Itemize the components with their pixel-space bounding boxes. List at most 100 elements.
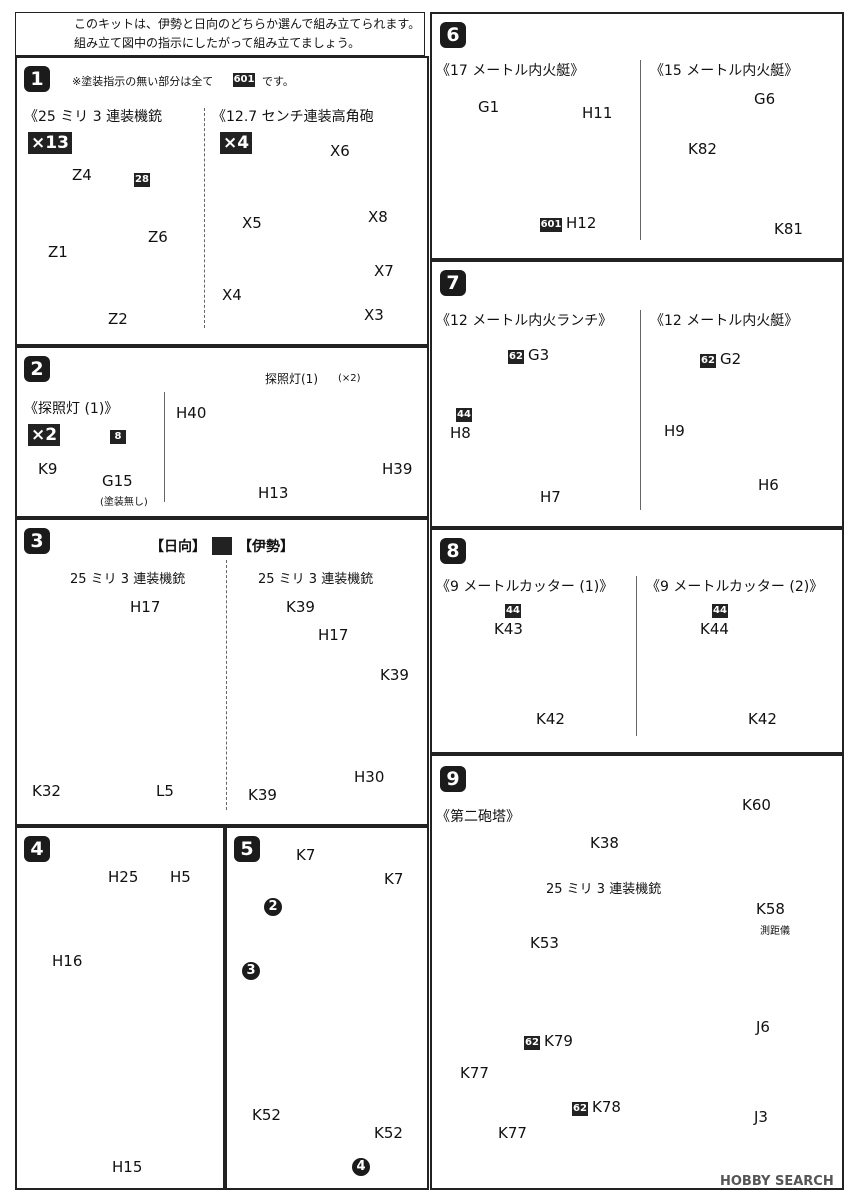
part-label: K7 — [384, 870, 404, 888]
step-6-number: 6 — [440, 22, 466, 48]
step-3-number: 3 — [24, 528, 50, 554]
part-note: (塗装無し) — [100, 497, 148, 508]
part-label: K43 — [494, 620, 523, 638]
step-1-left-title: 《25 ミリ 3 連装機銃 — [24, 109, 163, 125]
step-2-left-title: 《探照灯 (1)》 — [24, 401, 119, 417]
step-8-right-title: 《9 メートルカッター (2)》 — [646, 579, 824, 595]
part-label: Z2 — [108, 310, 128, 328]
part-label: Z4 — [72, 166, 92, 184]
part-label: K52 — [374, 1124, 403, 1142]
step-1-note: ※塗装指示の無い部分は全て — [72, 75, 214, 88]
part-label: Z1 — [48, 243, 68, 261]
part-label: K77 — [460, 1064, 489, 1082]
step-1-right-mult: ×4 — [220, 132, 253, 154]
step-9-panel — [430, 754, 844, 1190]
part-label: G15 — [102, 472, 133, 490]
part-label: H17 — [130, 598, 161, 616]
part-label: H5 — [170, 868, 191, 886]
part-label: X7 — [374, 262, 394, 280]
step-8-panel — [430, 528, 844, 754]
step-9-title: 《第二砲塔》 — [436, 809, 520, 825]
step-4-number: 4 — [24, 836, 50, 862]
part-label: H7 — [540, 488, 561, 506]
part-label: H13 — [258, 484, 289, 502]
swap-icon-box — [212, 537, 232, 555]
paint-code: 62 — [508, 350, 524, 364]
part-label: H9 — [664, 422, 685, 440]
part-label: K78 — [592, 1098, 621, 1116]
step-9-caption: 25 ミリ 3 連装機銃 — [546, 882, 662, 897]
part-label: X6 — [330, 142, 350, 160]
step-5-panel — [225, 826, 429, 1190]
step-3-panel — [15, 518, 429, 826]
part-note: 測距儀 — [760, 926, 790, 937]
part-label: H40 — [176, 404, 207, 422]
part-label: K39 — [286, 598, 315, 616]
part-label: K60 — [742, 796, 771, 814]
step-8-divider — [636, 576, 637, 736]
paint-code: 44 — [505, 604, 521, 618]
paint-code: 62 — [572, 1102, 588, 1116]
step-1-divider — [204, 108, 205, 328]
step-2-panel — [15, 346, 429, 518]
part-label: G3 — [528, 346, 550, 364]
part-label: K42 — [536, 710, 565, 728]
step-2-right-caption-count: (×2) — [338, 373, 361, 384]
part-label: J6 — [756, 1018, 770, 1036]
paint-code: 62 — [700, 354, 716, 368]
step-3-hyuga-title: 【日向】 — [150, 539, 206, 555]
part-label: H12 — [566, 214, 597, 232]
step-2-right-caption: 探照灯(1) — [265, 372, 318, 386]
part-label: K58 — [756, 900, 785, 918]
step-4-panel — [15, 826, 225, 1190]
step-7-right-title: 《12 メートル内火艇》 — [650, 313, 799, 329]
part-label: K38 — [590, 834, 619, 852]
step-1-number: 1 — [24, 66, 50, 92]
part-label: H25 — [108, 868, 139, 886]
part-label: H15 — [112, 1158, 143, 1176]
header-line-1: このキットは、伊勢と日向のどちらか選んで組み立てられます。 — [74, 17, 421, 31]
part-label: H39 — [382, 460, 413, 478]
part-label: K42 — [748, 710, 777, 728]
step-8-number: 8 — [440, 538, 466, 564]
step-1-right-title: 《12.7 センチ連装高角砲 — [212, 109, 374, 125]
part-label: X5 — [242, 214, 262, 232]
watermark: HOBBY SEARCH — [720, 1174, 834, 1189]
part-label: H17 — [318, 626, 349, 644]
step-1-panel — [15, 56, 429, 346]
step-7-panel — [430, 260, 844, 528]
part-label: K39 — [248, 786, 277, 804]
part-label: H30 — [354, 768, 385, 786]
step-7-divider — [640, 310, 641, 510]
step-3-ise-title: 【伊勢】 — [238, 539, 294, 555]
step-7-number: 7 — [440, 270, 466, 296]
part-label: H6 — [758, 476, 779, 494]
header-panel: このキットは、伊勢と日向のどちらか選んで組み立てられます。 組み立て図中の指示に… — [15, 12, 425, 56]
step-2-divider — [164, 392, 165, 502]
part-label: K9 — [38, 460, 58, 478]
sub-step-ref: 2 — [264, 898, 282, 916]
step-8-left-title: 《9 メートルカッター (1)》 — [436, 579, 614, 595]
part-label: J3 — [754, 1108, 768, 1126]
step-3-left-caption: 25 ミリ 3 連装機銃 — [70, 572, 186, 587]
step-1-note-end: です。 — [262, 75, 294, 88]
part-label: X8 — [368, 208, 388, 226]
step-2-mult: ×2 — [28, 424, 61, 446]
part-label: G1 — [478, 98, 500, 116]
part-label: K44 — [700, 620, 729, 638]
part-label: H8 — [450, 424, 471, 442]
part-label: K81 — [774, 220, 803, 238]
part-label: X4 — [222, 286, 242, 304]
step-7-left-title: 《12 メートル内火ランチ》 — [436, 313, 613, 329]
step-5-number: 5 — [234, 836, 260, 862]
step-2-number: 2 — [24, 356, 50, 382]
sub-step-ref: 4 — [352, 1158, 370, 1176]
step-6-divider — [640, 60, 641, 240]
part-label: K32 — [32, 782, 61, 800]
step-6-left-title: 《17 メートル内火艇》 — [436, 63, 585, 79]
paint-code: 62 — [524, 1036, 540, 1050]
part-label: K79 — [544, 1032, 573, 1050]
part-label: G2 — [720, 350, 742, 368]
part-label: K82 — [688, 140, 717, 158]
part-label: K39 — [380, 666, 409, 684]
